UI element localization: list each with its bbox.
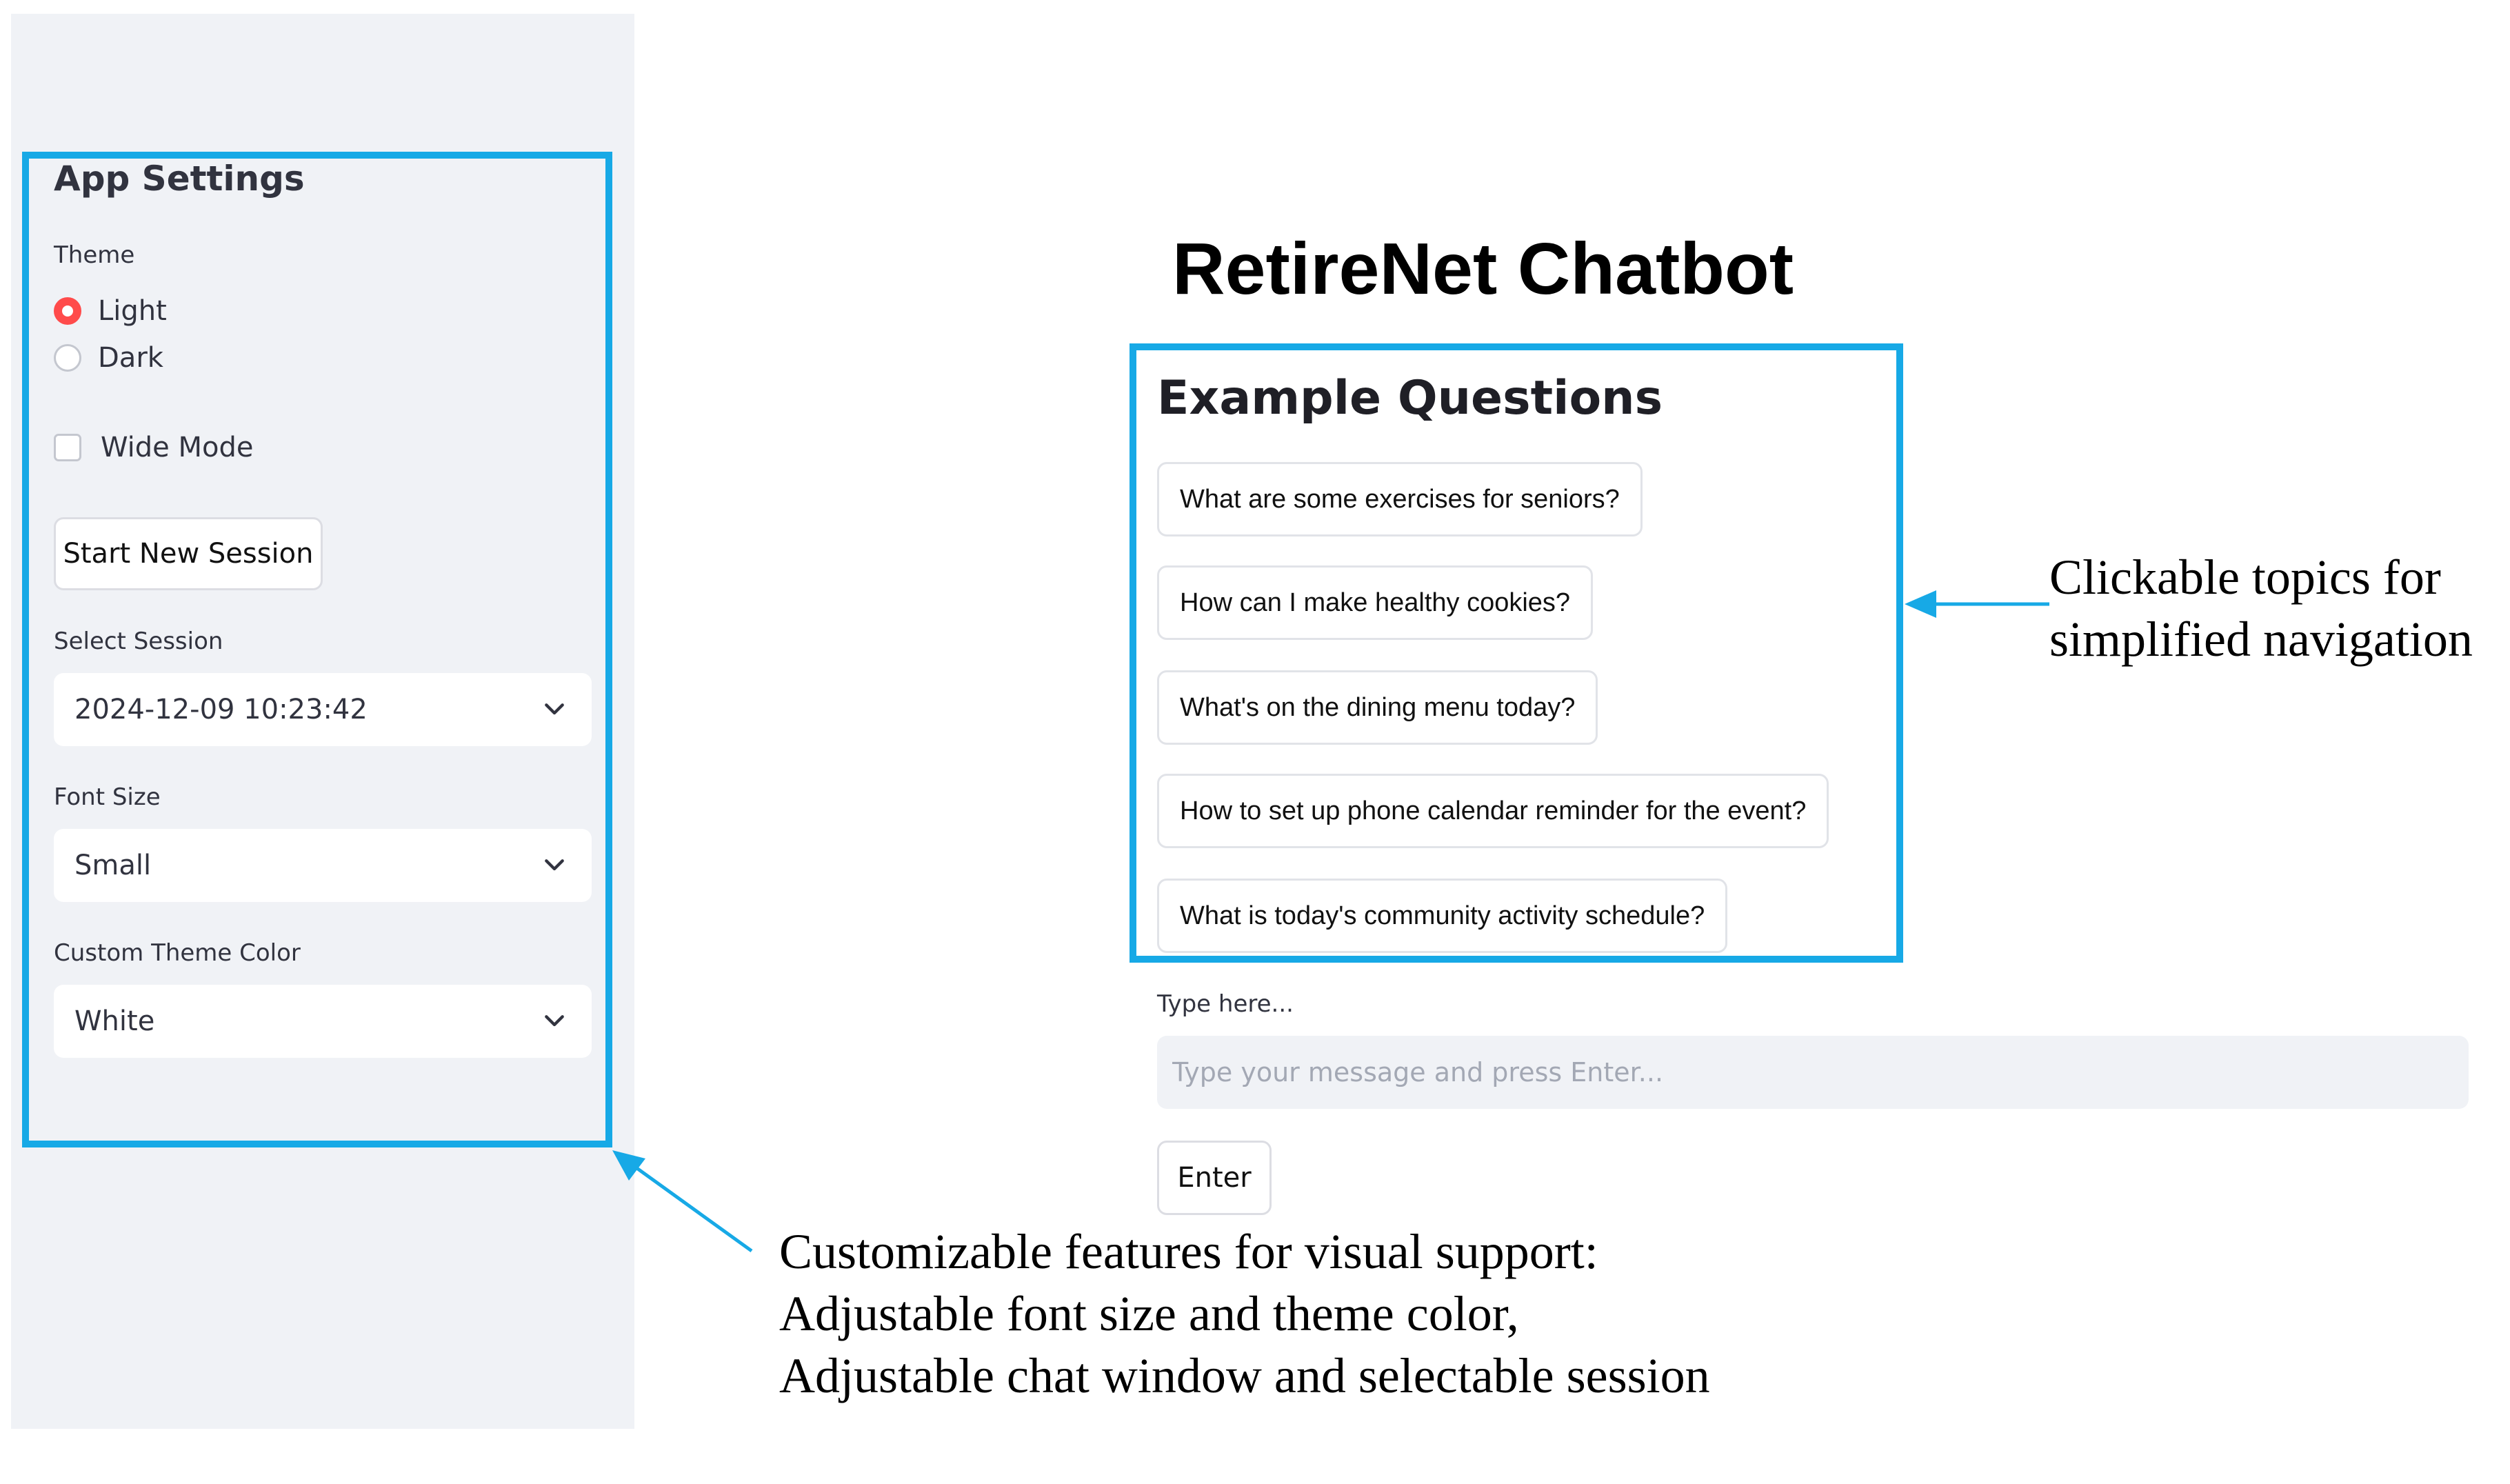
chevron-down-icon[interactable] <box>541 696 568 723</box>
example-questions-title: Example Questions <box>1157 371 1663 425</box>
radio-selected-icon[interactable] <box>54 297 81 325</box>
start-new-session-button[interactable]: Start New Session <box>54 517 323 590</box>
theme-label: Theme <box>54 241 135 269</box>
font-size-select[interactable]: Small <box>54 829 592 902</box>
radio-unselected-icon[interactable] <box>54 344 81 372</box>
enter-button[interactable]: Enter <box>1157 1141 1272 1215</box>
theme-color-select[interactable]: White <box>54 985 592 1058</box>
font-size-select-value: Small <box>74 850 152 881</box>
settings-highlight-box <box>22 152 612 1147</box>
radio-label-dark: Dark <box>98 342 163 374</box>
custom-theme-color-label: Custom Theme Color <box>54 939 301 967</box>
wide-mode-checkbox-row[interactable]: Wide Mode <box>54 430 253 465</box>
radio-theme-light[interactable]: Light <box>54 294 167 328</box>
annotation-line: Adjustable chat window and selectable se… <box>779 1348 1710 1403</box>
theme-color-select-value: White <box>74 1005 155 1037</box>
settings-title: App Settings <box>54 159 305 199</box>
arrow-to-settings <box>612 1150 753 1253</box>
select-session-label: Select Session <box>54 628 223 655</box>
wide-mode-label: Wide Mode <box>101 432 254 463</box>
annotation-line: Adjustable font size and theme color, <box>779 1286 1519 1341</box>
radio-label-light: Light <box>98 295 167 327</box>
arrow-to-questions <box>1905 590 2049 618</box>
wide-mode-checkbox[interactable] <box>54 434 81 461</box>
chevron-down-icon[interactable] <box>541 852 568 879</box>
example-question-button[interactable]: What are some exercises for seniors? <box>1157 462 1643 537</box>
example-question-button[interactable]: What's on the dining menu today? <box>1157 670 1598 745</box>
annotation-customizable-features: Customizable features for visual support… <box>779 1221 2089 1407</box>
chat-input-label: Type here... <box>1157 990 1294 1018</box>
app-title: RetireNet Chatbot <box>1172 228 1794 310</box>
example-question-button[interactable]: What is today's community activity sched… <box>1157 879 1728 953</box>
radio-theme-dark[interactable]: Dark <box>54 341 163 375</box>
annotation-line: Clickable topics for <box>2049 550 2441 605</box>
session-select[interactable]: 2024-12-09 10:23:42 <box>54 673 592 746</box>
annotation-line: simplified navigation <box>2049 612 2473 667</box>
annotation-line: Customizable features for visual support… <box>779 1224 1598 1279</box>
chevron-down-icon[interactable] <box>541 1007 568 1035</box>
example-question-button[interactable]: How to set up phone calendar reminder fo… <box>1157 774 1829 848</box>
questions-highlight-box <box>1130 343 1903 963</box>
annotation-clickable-topics: Clickable topics for simplified navigati… <box>2049 546 2504 670</box>
font-size-label: Font Size <box>54 783 161 811</box>
session-select-value: 2024-12-09 10:23:42 <box>74 694 368 725</box>
chat-message-input[interactable] <box>1157 1036 2469 1109</box>
example-question-button[interactable]: How can I make healthy cookies? <box>1157 565 1594 640</box>
